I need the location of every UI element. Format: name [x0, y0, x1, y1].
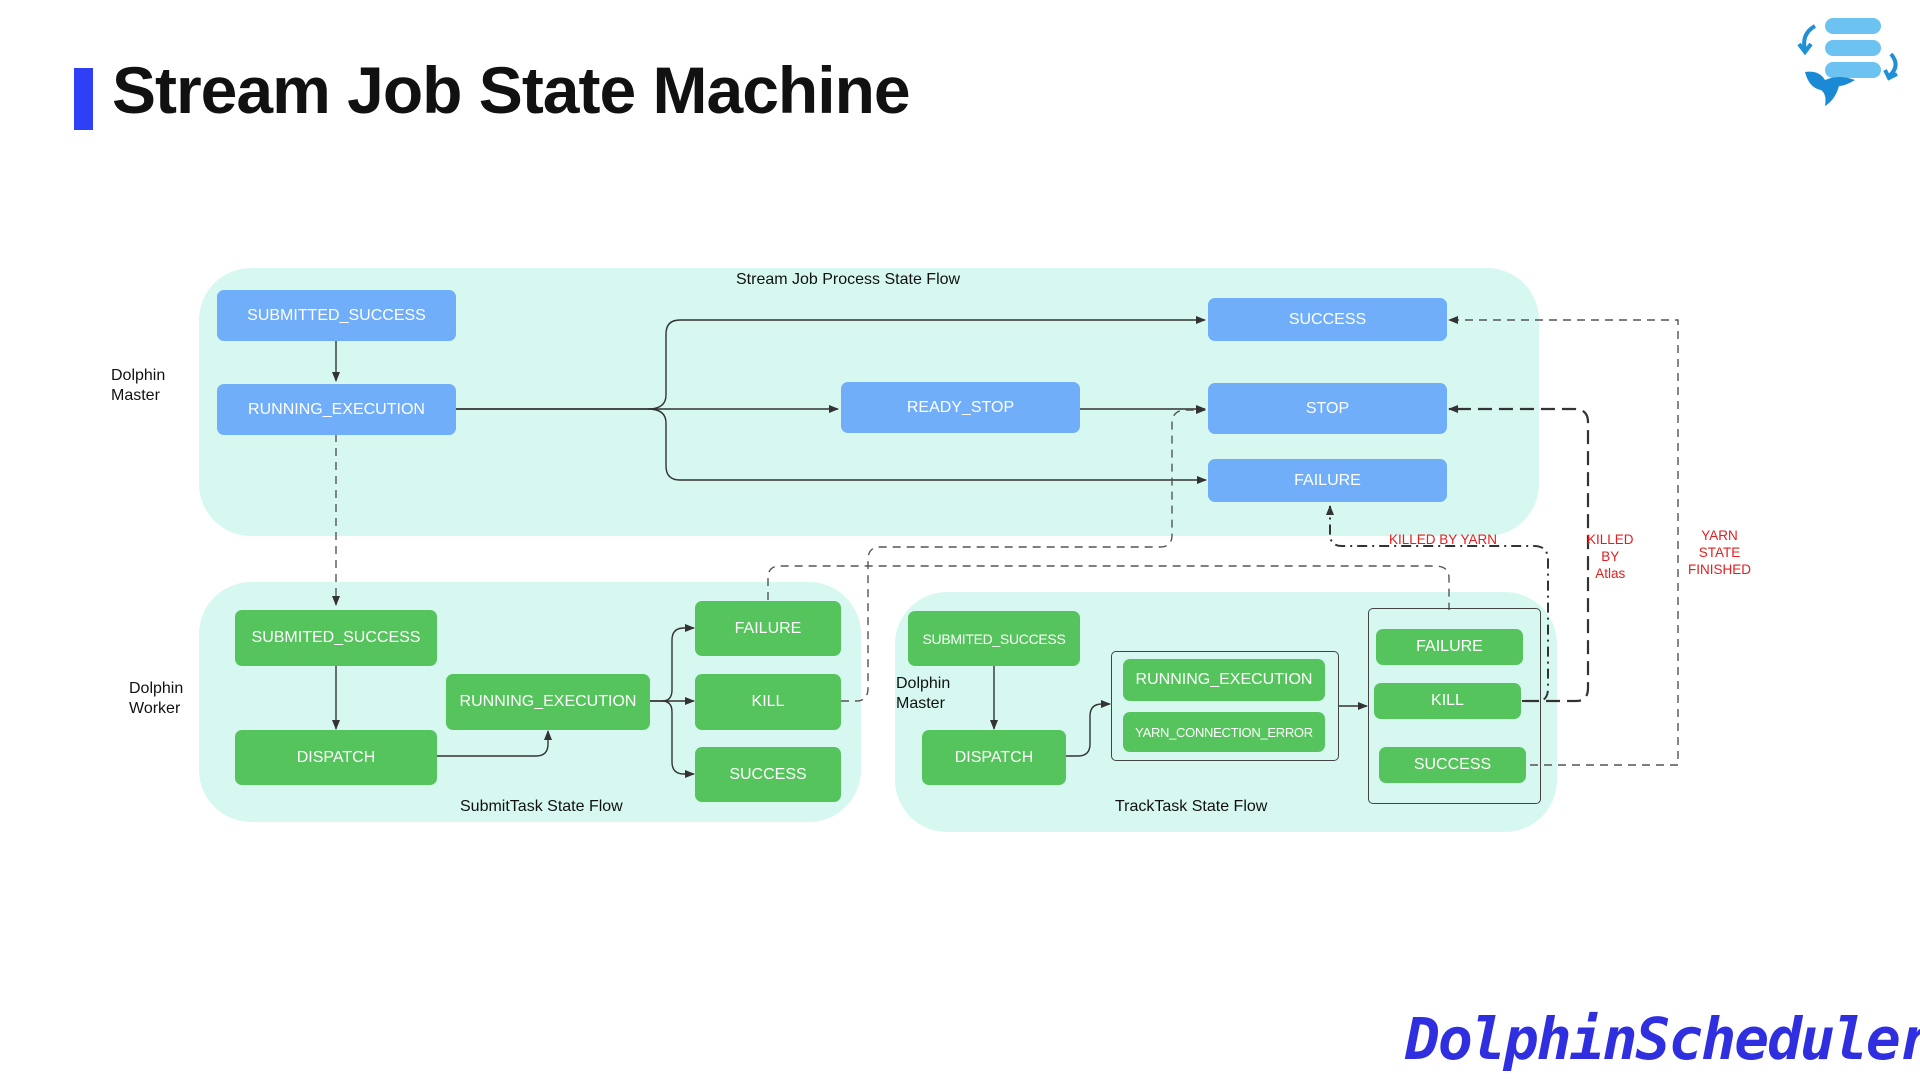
- submit-node-success: SUCCESS: [695, 747, 841, 802]
- track-node-submited-success: SUBMITED_SUCCESS: [908, 611, 1080, 666]
- track-node-yarn-connection-error: YARN_CONNECTION_ERROR: [1123, 712, 1325, 752]
- submit-node-running-execution: RUNNING_EXECUTION: [446, 674, 650, 730]
- process-node-stop: STOP: [1208, 383, 1447, 434]
- track-node-running-execution: RUNNING_EXECUTION: [1123, 659, 1325, 701]
- page-title: Stream Job State Machine: [112, 53, 911, 127]
- killed-by-yarn-label: KILLED BY YARN: [1389, 532, 1498, 547]
- track-node-failure: FAILURE: [1376, 629, 1523, 665]
- track-node-kill: KILL: [1374, 683, 1521, 719]
- process-node-ready-stop: READY_STOP: [841, 382, 1080, 433]
- brand-wordmark: DolphinScheduler: [1405, 1005, 1920, 1073]
- track-master-side-label: Dolphin Master: [896, 675, 951, 712]
- process-region-label: Stream Job Process State Flow: [736, 271, 961, 288]
- title-accent-bar: [74, 68, 93, 130]
- submit-node-dispatch: DISPATCH: [235, 730, 437, 785]
- process-node-running-execution: RUNNING_EXECUTION: [217, 384, 456, 435]
- master-side-label: Dolphin Master: [111, 367, 166, 404]
- process-node-success: SUCCESS: [1208, 298, 1447, 341]
- submit-node-failure: FAILURE: [695, 601, 841, 656]
- submit-region-label: SubmitTask State Flow: [460, 798, 623, 815]
- track-region-label: TrackTask State Flow: [1115, 798, 1268, 815]
- dolphin-database-icon: [1797, 18, 1898, 106]
- process-node-submitted-success: SUBMITTED_SUCCESS: [217, 290, 456, 341]
- submit-node-kill: KILL: [695, 674, 841, 730]
- track-node-success: SUCCESS: [1379, 747, 1526, 783]
- yarn-state-finished-label: YARN STATE FINISHED: [1688, 528, 1752, 577]
- terminal-state-group: [1368, 608, 1541, 804]
- worker-side-label: Dolphin Worker: [129, 680, 184, 717]
- submit-node-submited-success: SUBMITED_SUCCESS: [235, 610, 437, 666]
- killed-by-atlas-label: KILLED BY Atlas: [1587, 532, 1634, 581]
- running-state-group: [1111, 651, 1339, 761]
- track-node-dispatch: DISPATCH: [922, 730, 1066, 785]
- process-node-failure: FAILURE: [1208, 459, 1447, 502]
